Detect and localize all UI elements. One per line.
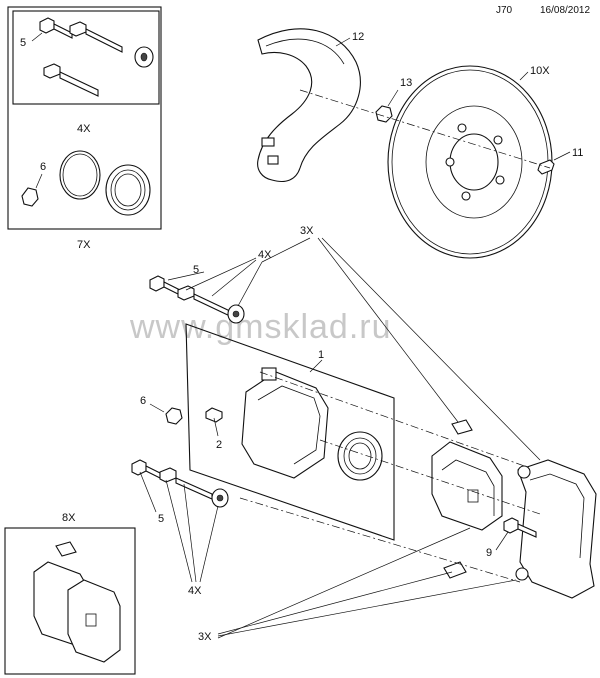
upper-pin-boot	[227, 304, 245, 324]
callout-12: 12	[352, 31, 364, 43]
callout-5-lower: 5	[158, 513, 164, 525]
pad-clip-lower	[443, 561, 467, 579]
caliper-bracket	[515, 459, 597, 599]
upper-guide-bolt	[149, 275, 181, 296]
seal-kit-box	[7, 6, 162, 230]
callout-6-caliper: 6	[140, 395, 146, 407]
lower-guide-bolt	[131, 459, 161, 479]
quantity-3x-lower: 3X	[198, 631, 212, 643]
quantity-4x-lower: 4X	[188, 585, 202, 597]
bleeder-cap	[165, 407, 183, 425]
upper-guide-pin	[177, 285, 233, 318]
kit-bleeder-cap	[21, 187, 39, 207]
splash-shield	[257, 28, 361, 183]
brake-disc	[387, 65, 553, 259]
quantity-4x-kit: 4X	[77, 123, 91, 135]
pad-kit-frame	[4, 527, 136, 675]
assembly-axis-bottom-bolt	[239, 497, 521, 583]
quantity-4x-upper: 4X	[258, 249, 272, 261]
quantity-7x-kit: 7X	[77, 239, 91, 251]
kit-piston-seal	[59, 150, 101, 200]
lower-pin-boot	[211, 488, 229, 508]
kit-guide-pin-2	[43, 63, 99, 97]
brake-pad	[431, 441, 503, 531]
assembly-axis-piston	[319, 439, 541, 515]
watermark-text: www.gmsklad.ru	[129, 308, 392, 346]
caliper-body	[241, 367, 329, 479]
kit-dust-boot	[105, 164, 151, 216]
callout-11: 11	[572, 147, 583, 159]
quantity-3x-upper: 3X	[300, 225, 314, 237]
callout-1: 1	[318, 349, 324, 361]
bleeder-screw	[205, 407, 223, 423]
caliper-piston	[337, 431, 383, 481]
shield-screw	[375, 105, 393, 123]
callout-5-upper: 5	[193, 264, 199, 276]
pad-clip-upper	[451, 419, 473, 435]
lower-guide-pin	[159, 467, 213, 500]
callout-2: 2	[216, 439, 222, 451]
quantity-8x: 8X	[62, 512, 76, 524]
pad-kit-box	[4, 527, 136, 675]
callout-13: 13	[400, 77, 412, 89]
diagram-code: J70	[496, 5, 513, 16]
diagram-date: 16/08/2012	[540, 5, 590, 16]
assembly-axis-upper	[299, 89, 551, 169]
callout-5-kit: 5	[20, 37, 26, 49]
callout-6-kit: 6	[40, 161, 46, 173]
kit-guide-pin	[69, 21, 123, 53]
kit-inner-frame	[12, 10, 160, 105]
caliper-assembly-box	[185, 323, 395, 541]
callout-9: 9	[486, 547, 492, 559]
kit-guide-bolt	[39, 17, 73, 39]
kit-pin-boot	[134, 46, 154, 68]
quantity-10x: 10X	[530, 65, 550, 77]
kit-outer-frame	[7, 6, 162, 230]
bracket-bolt	[503, 517, 537, 538]
